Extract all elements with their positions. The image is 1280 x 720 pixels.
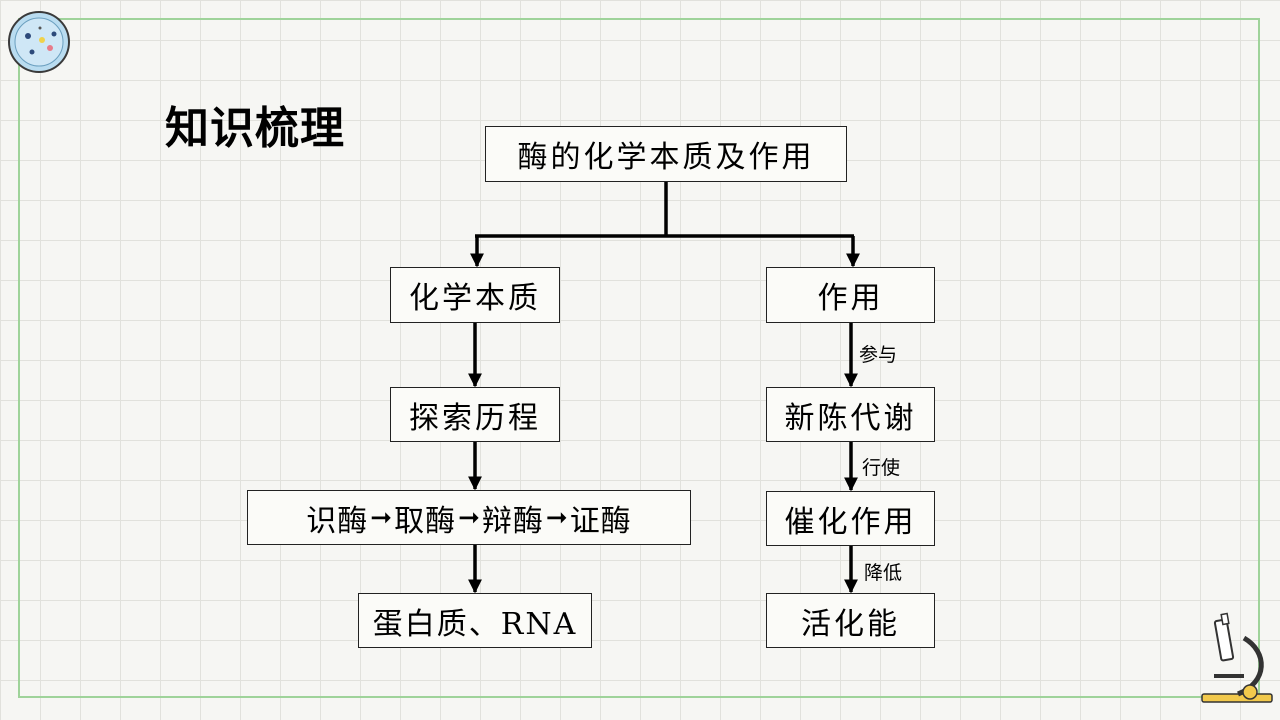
- step-3: 辩酶: [481, 503, 544, 539]
- page-title: 知识梳理: [165, 103, 345, 154]
- node-exploration-history: 探索历程: [390, 387, 560, 442]
- edge-label-participate: 参与: [859, 344, 898, 366]
- edge-label-exercise: 行使: [862, 457, 901, 479]
- edge-label-lower: 降低: [864, 562, 903, 584]
- step-2: 取酶: [394, 503, 457, 539]
- step-1: 识酶: [306, 503, 369, 539]
- node-activation-energy: 活化能: [766, 593, 935, 648]
- petri-dish-icon: [8, 11, 70, 73]
- node-function: 作用: [766, 267, 935, 323]
- step-arrow-icon: ➞: [370, 502, 393, 533]
- microscope-icon: [1201, 612, 1273, 703]
- slide-frame: [18, 18, 1260, 698]
- node-result: 蛋白质、RNA: [358, 593, 592, 648]
- step-4: 证酶: [569, 503, 632, 539]
- node-metabolism: 新陈代谢: [766, 387, 935, 442]
- step-arrow-icon: ➞: [458, 502, 480, 533]
- node-exploration-steps: 识酶 ➞ 取酶 ➞ 辩酶 ➞ 证酶: [247, 490, 691, 545]
- node-chemical-nature: 化学本质: [390, 267, 560, 323]
- node-catalysis: 催化作用: [766, 491, 935, 546]
- step-arrow-icon: ➞: [545, 502, 568, 533]
- node-root: 酶的化学本质及作用: [485, 126, 847, 182]
